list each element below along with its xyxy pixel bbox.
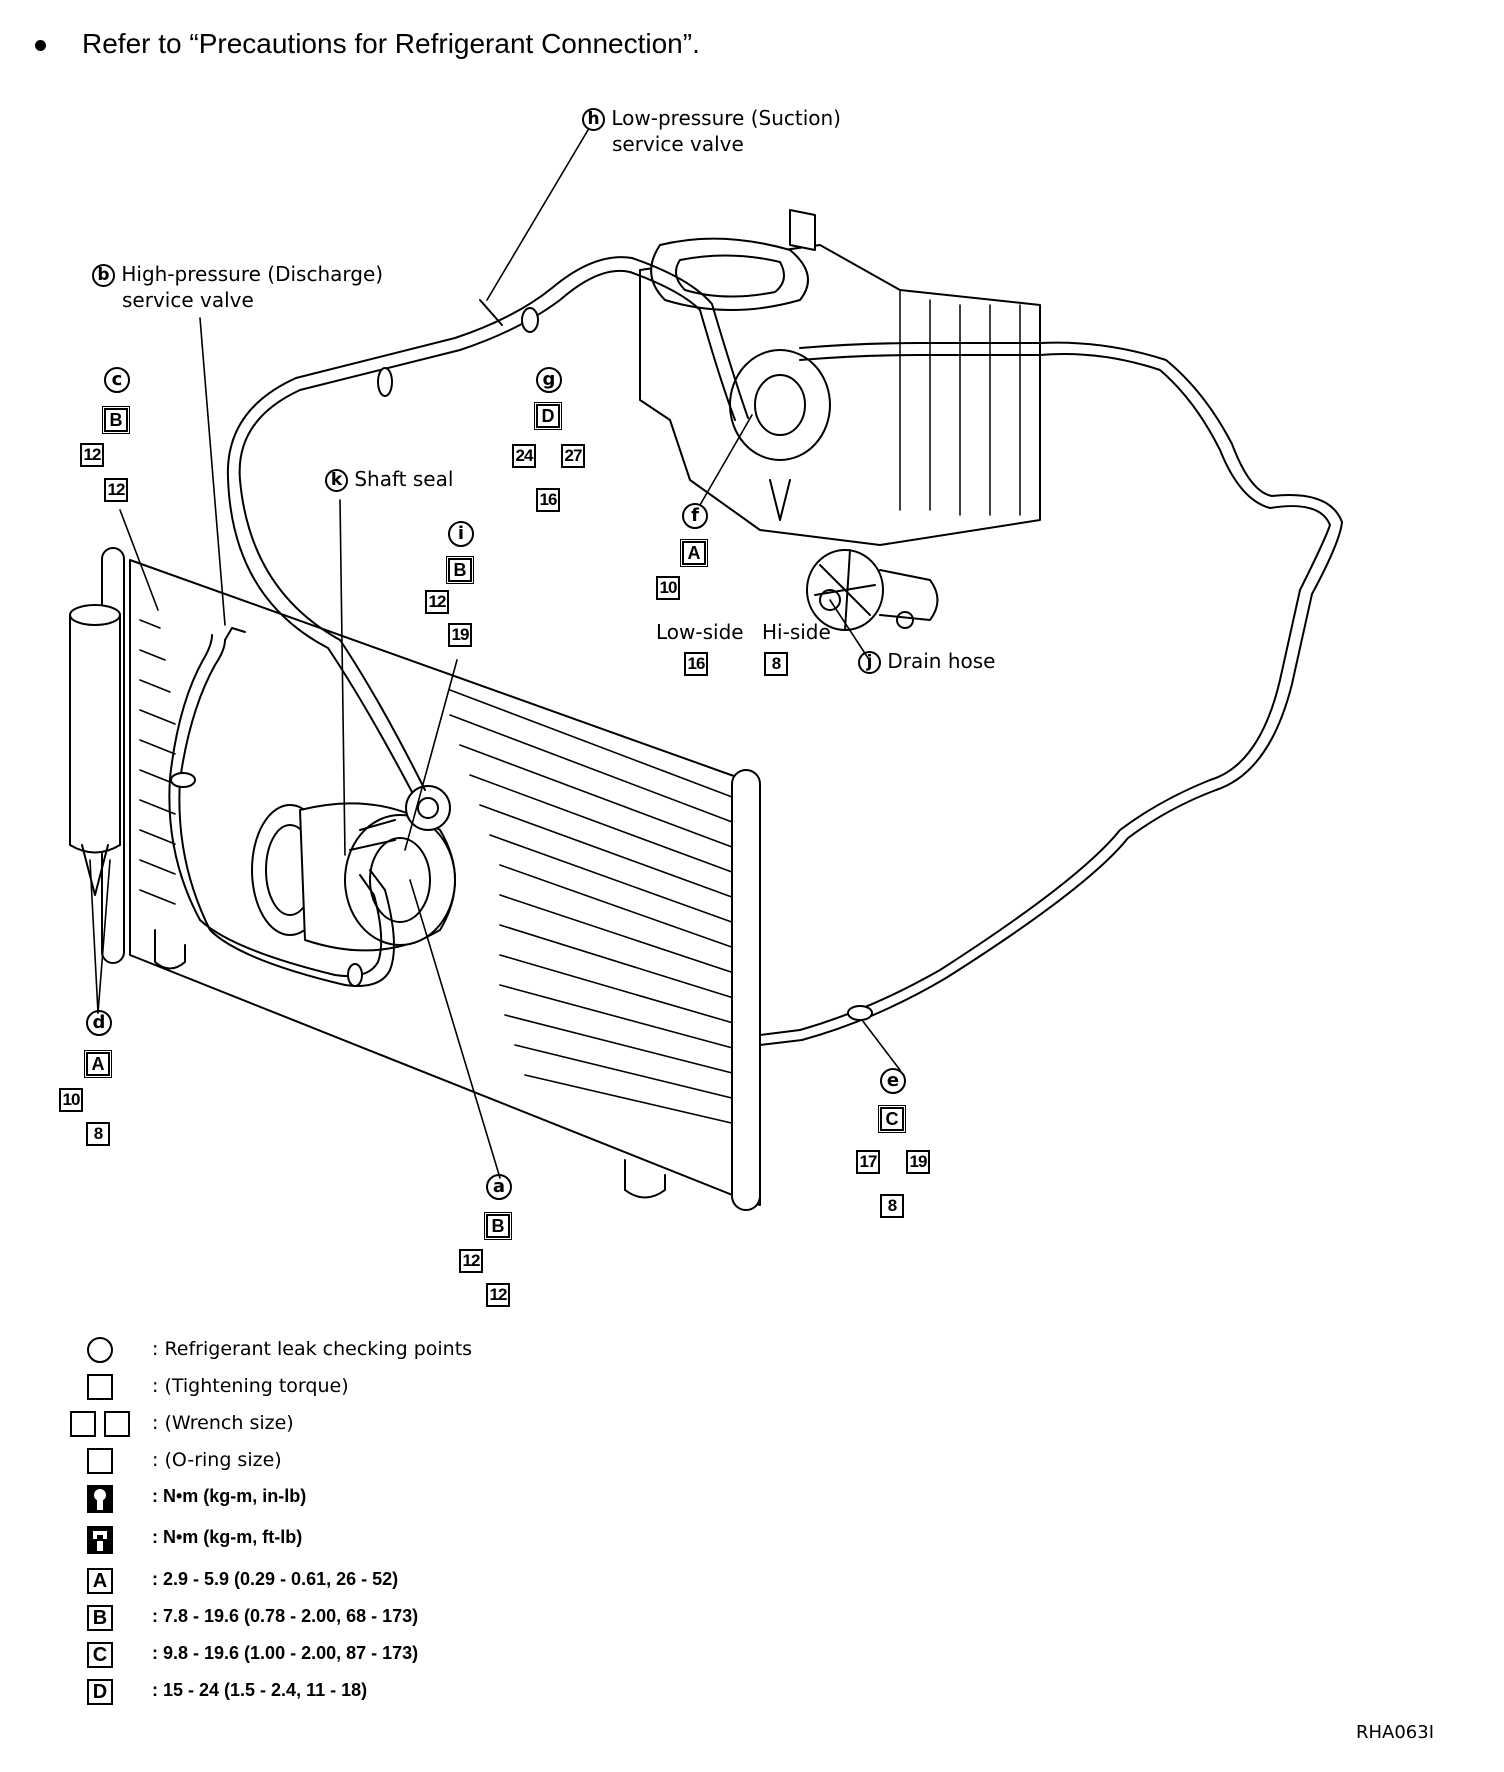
legend-text: : 7.8 - 19.6 (0.78 - 2.00, 68 - 173) [152, 1606, 419, 1626]
callout-b-line2: service valve [122, 288, 254, 312]
refrigerant-piping [168, 256, 1343, 1046]
point-a-grade: B [484, 1212, 512, 1240]
point-e-wrench-1: 17 [856, 1150, 880, 1174]
torque-wrench-icon [87, 1485, 113, 1513]
torque-grade-a-icon: A [87, 1568, 113, 1594]
point-d-oring: 8 [86, 1122, 110, 1146]
point-d-grade: A [84, 1050, 112, 1078]
figure-code: RHA063I [1356, 1722, 1435, 1743]
point-f-hi-oring: 8 [764, 652, 788, 676]
point-f-torque: 10 [656, 576, 680, 600]
point-g-marker: g [536, 367, 562, 393]
square-icon [70, 1411, 96, 1437]
legend-text: : 9.8 - 19.6 (1.00 - 2.00, 87 - 173) [152, 1643, 419, 1663]
circle-icon [87, 1337, 113, 1363]
point-e-marker: e [880, 1068, 906, 1094]
point-c-oring: 12 [104, 478, 128, 502]
callout-k-text: Shaft seal [354, 467, 454, 491]
callout-b-marker: b [92, 264, 115, 287]
point-c-grade: B [102, 406, 130, 434]
point-f-marker: f [682, 503, 708, 529]
legend-row: D : 15 - 24 (1.5 - 2.4, 11 - 18) [60, 1678, 580, 1715]
legend-text: : (Wrench size) [152, 1412, 294, 1434]
legend-text: : N•m (kg-m, ft-lb) [152, 1527, 303, 1547]
legend-row: B : 7.8 - 19.6 (0.78 - 2.00, 68 - 173) [60, 1604, 580, 1641]
callout-b-line1: High-pressure (Discharge) [121, 262, 384, 286]
point-d-torque: 10 [59, 1088, 83, 1112]
point-f-grade: A [680, 539, 708, 567]
point-i-torque: 12 [425, 590, 449, 614]
callout-h-marker: h [582, 108, 605, 131]
legend-row: C : 9.8 - 19.6 (1.00 - 2.00, 87 - 173) [60, 1641, 580, 1678]
torque-wrench-icon [87, 1526, 113, 1554]
torque-grade-b-icon: B [87, 1605, 113, 1631]
callout-h: h Low-pressure (Suction) [582, 105, 841, 131]
torque-grade-d-icon: D [87, 1679, 113, 1705]
point-c-marker: c [104, 367, 130, 393]
point-i-oring: 19 [448, 623, 472, 647]
legend-row: : N•m (kg-m, ft-lb) [60, 1525, 580, 1567]
callout-j-text: Drain hose [887, 649, 996, 673]
evaporator-unit [639, 209, 1041, 631]
legend-text: : N•m (kg-m, in-lb) [152, 1486, 307, 1506]
point-i-grade: B [446, 556, 474, 584]
legend-row: A : 2.9 - 5.9 (0.29 - 0.61, 26 - 52) [60, 1567, 580, 1604]
legend-text: : (Tightening torque) [152, 1375, 349, 1397]
point-i-marker: i [448, 521, 474, 547]
point-g-oring: 16 [536, 488, 560, 512]
point-f-low-oring: 16 [684, 652, 708, 676]
point-g-wrench-1: 24 [512, 444, 536, 468]
legend-row: : Refrigerant leak checking points [60, 1336, 580, 1373]
point-a-torque: 12 [459, 1249, 483, 1273]
callout-k-marker: k [325, 469, 348, 492]
square-icon [104, 1411, 130, 1437]
point-f-low-label: Low-side [656, 620, 744, 644]
point-f-hi-label: Hi-side [762, 620, 831, 644]
legend-text: : 2.9 - 5.9 (0.29 - 0.61, 26 - 52) [152, 1569, 399, 1589]
torque-grade-c-icon: C [87, 1642, 113, 1668]
legend-text: : 15 - 24 (1.5 - 2.4, 11 - 18) [152, 1680, 368, 1700]
point-d-marker: d [86, 1010, 112, 1036]
bullet-icon [35, 40, 46, 52]
double-square-icon [60, 1410, 150, 1440]
point-g-grade: D [534, 402, 562, 430]
point-a-oring: 12 [486, 1283, 510, 1307]
point-a-marker: a [486, 1174, 512, 1200]
precaution-note: Refer to “Precautions for Refrigerant Co… [35, 28, 700, 60]
callout-j-marker: j [858, 651, 881, 674]
compressor [251, 785, 456, 952]
legend-row: : (Wrench size) [60, 1410, 580, 1447]
receiver-drier [69, 604, 121, 896]
callout-k: k Shaft seal [325, 466, 453, 492]
point-e-wrench-2: 19 [906, 1150, 930, 1174]
square-icon [87, 1374, 113, 1400]
callout-h-line2: service valve [612, 132, 744, 156]
leader-lines [89, 129, 901, 1179]
callout-h-line1: Low-pressure (Suction) [611, 106, 841, 130]
point-c-torque: 12 [80, 443, 104, 467]
callout-j: j Drain hose [858, 648, 995, 674]
legend-row: : (O-ring size) [60, 1447, 580, 1484]
point-g-wrench-2: 27 [561, 444, 585, 468]
point-e-grade: C [878, 1105, 906, 1133]
legend-row: : (Tightening torque) [60, 1373, 580, 1410]
precaution-note-text: Refer to “Precautions for Refrigerant Co… [82, 28, 700, 59]
point-e-oring: 8 [880, 1194, 904, 1218]
legend-text: : (O-ring size) [152, 1449, 282, 1471]
callout-b: b High-pressure (Discharge) [92, 261, 383, 287]
legend-row: : N•m (kg-m, in-lb) [60, 1484, 580, 1525]
legend: : Refrigerant leak checking points : (Ti… [60, 1336, 580, 1715]
legend-text: : Refrigerant leak checking points [152, 1338, 473, 1360]
square-icon [87, 1448, 113, 1474]
